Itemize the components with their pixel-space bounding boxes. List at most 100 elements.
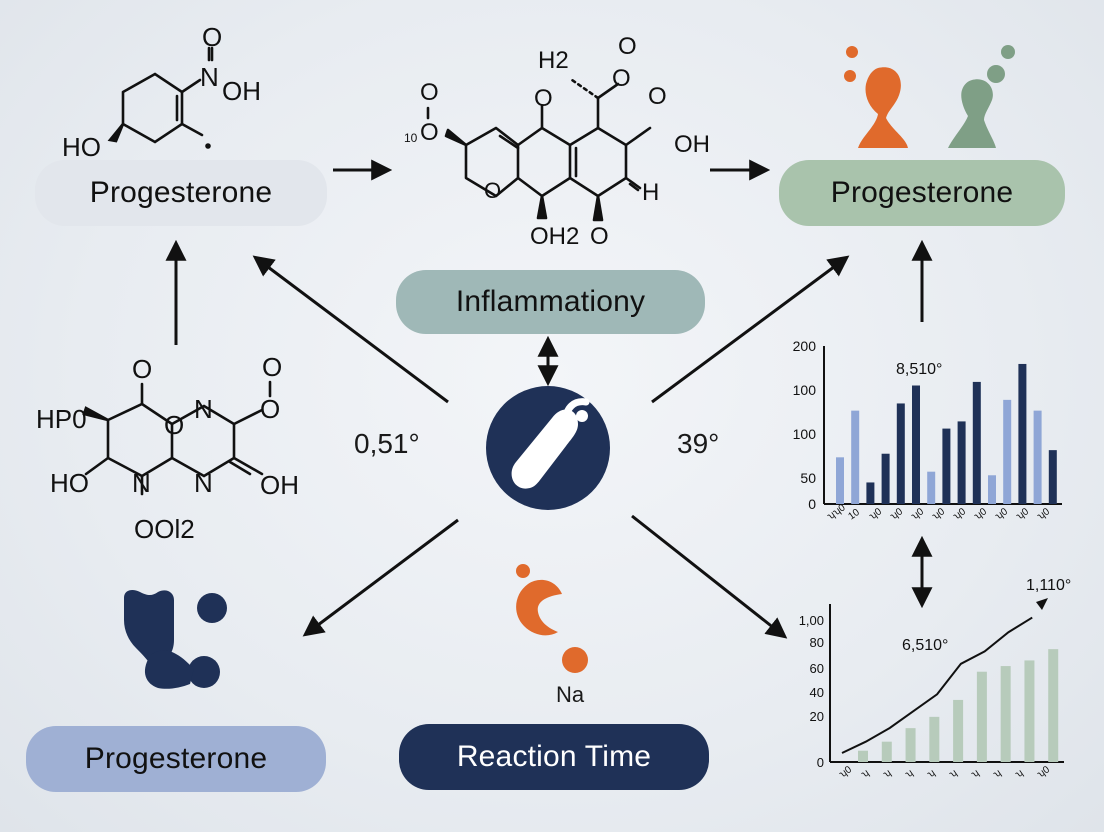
atom-label: OOl2	[134, 514, 195, 544]
sodium-label: Na	[556, 682, 585, 707]
x-tick-label: ʮ	[1013, 767, 1025, 780]
right-value-label: 39°	[677, 428, 720, 459]
trend-arrowhead	[1036, 598, 1048, 610]
bar	[1048, 649, 1059, 762]
arrow-center-to-top-right	[651, 255, 850, 404]
molecule-top-center-labels: H2 O O O O O 10 OH H OH2 O	[404, 33, 710, 250]
x-tick-label: ʮ0	[1035, 506, 1052, 522]
atom-label: O	[618, 33, 637, 60]
y-tick-label: 80	[810, 635, 824, 650]
bar	[836, 457, 844, 504]
bar	[988, 475, 996, 504]
x-tick-label: ʮ	[969, 767, 981, 780]
x-tick-label: ʮ	[881, 767, 893, 780]
y-tick-label: 100	[793, 426, 817, 442]
atom-label: O	[420, 79, 439, 106]
people-figures-icon	[844, 45, 1015, 148]
bar	[866, 482, 875, 504]
atom-label: O	[612, 65, 631, 92]
arrow-center-to-bottom-right	[631, 514, 788, 639]
bar	[1000, 666, 1011, 762]
atom-label: O	[590, 223, 609, 250]
x-tick-label: ʮ	[859, 767, 871, 780]
x-tick-label: ʮ	[991, 767, 1003, 780]
pill-label: Progesterone	[84, 742, 268, 775]
arrow-center-to-top-left	[252, 255, 449, 404]
trend-line	[841, 616, 1033, 754]
atom-label: O	[202, 22, 222, 52]
atom-label: O	[260, 394, 280, 424]
atom-label: O	[648, 83, 667, 110]
atom-label: OH2	[530, 223, 579, 250]
y-tick-label: 1,00	[799, 613, 824, 628]
x-tick-label: ʮ0	[972, 506, 989, 522]
atom-label: O	[534, 85, 553, 112]
progesterone-pill-bottom-left: Progesterone	[26, 726, 326, 792]
bar	[912, 385, 920, 504]
x-tick-label: ʮ0	[930, 506, 947, 522]
molecule-top-left	[107, 46, 214, 149]
y-tick-label: 100	[793, 382, 817, 398]
pill-label: Progesterone	[89, 176, 273, 209]
x-tick-label: ʮ0	[909, 506, 926, 522]
y-tick-label: 60	[810, 661, 824, 676]
bar	[1018, 363, 1027, 504]
progesterone-pill-top-left: Progesterone	[35, 160, 327, 226]
bacterium-icon	[486, 386, 610, 510]
atom-label: O	[484, 178, 501, 203]
x-tick-label: ʮ0	[1014, 506, 1031, 522]
x-tick-label: ʮ0	[867, 506, 884, 522]
bar	[1003, 399, 1012, 504]
molecule-left	[82, 380, 272, 496]
atom-label: OH	[222, 76, 261, 106]
chart-annotation: 1,110°	[1026, 577, 1071, 594]
atom-label: OH	[260, 470, 299, 500]
x-tick-label: ʮ0	[837, 764, 854, 780]
bar	[881, 741, 892, 762]
atom-label: H	[642, 179, 659, 206]
molecule-cluster-icon	[124, 590, 227, 689]
atom-label: OH	[674, 131, 710, 158]
bar	[1033, 410, 1042, 504]
bar	[858, 750, 868, 762]
y-tick-label: 0	[817, 755, 824, 770]
atom-label: H2	[538, 47, 569, 74]
x-tick-label: ʮ0	[1035, 764, 1052, 780]
bar	[881, 453, 890, 504]
atom-label: N	[200, 62, 219, 92]
atom-label: N	[132, 468, 151, 498]
x-tick-label: 10	[846, 507, 862, 523]
atom-label: O	[132, 354, 152, 384]
reaction-time-pill: Reaction Time	[399, 724, 709, 790]
y-tick-label: 40	[810, 685, 824, 700]
atom-label: N	[194, 468, 213, 498]
x-tick-label: ʮ	[903, 767, 915, 780]
x-tick-label: ʮ0	[888, 506, 905, 522]
x-tick-label: ʮ	[947, 767, 959, 780]
bar	[927, 471, 936, 504]
x-tick-label: ʮʮ0	[825, 502, 847, 522]
x-tick-label: ʮ	[925, 767, 937, 780]
left-value-label: 0,51°	[354, 428, 420, 459]
y-tick-label: 0	[808, 496, 816, 512]
atom-label: 10	[404, 131, 418, 145]
atom-label: O	[262, 352, 282, 382]
progesterone-pill-top-right: Progesterone	[779, 160, 1065, 226]
bar	[896, 403, 905, 504]
arrow-center-to-bottom-left	[302, 518, 459, 637]
y-tick-label: 50	[800, 470, 816, 486]
bar	[929, 716, 940, 762]
y-tick-label: 20	[810, 709, 824, 724]
pill-label: Progesterone	[830, 176, 1014, 209]
sodium-ion-icon	[516, 564, 588, 673]
bar	[953, 699, 964, 762]
atom-label: O	[420, 119, 439, 146]
molecule-top-center	[426, 78, 652, 222]
atom-label: HP0	[36, 404, 87, 434]
bar	[851, 410, 860, 504]
x-tick-label: ʮ0	[993, 506, 1010, 522]
arrows	[165, 159, 933, 639]
bar	[972, 381, 981, 504]
